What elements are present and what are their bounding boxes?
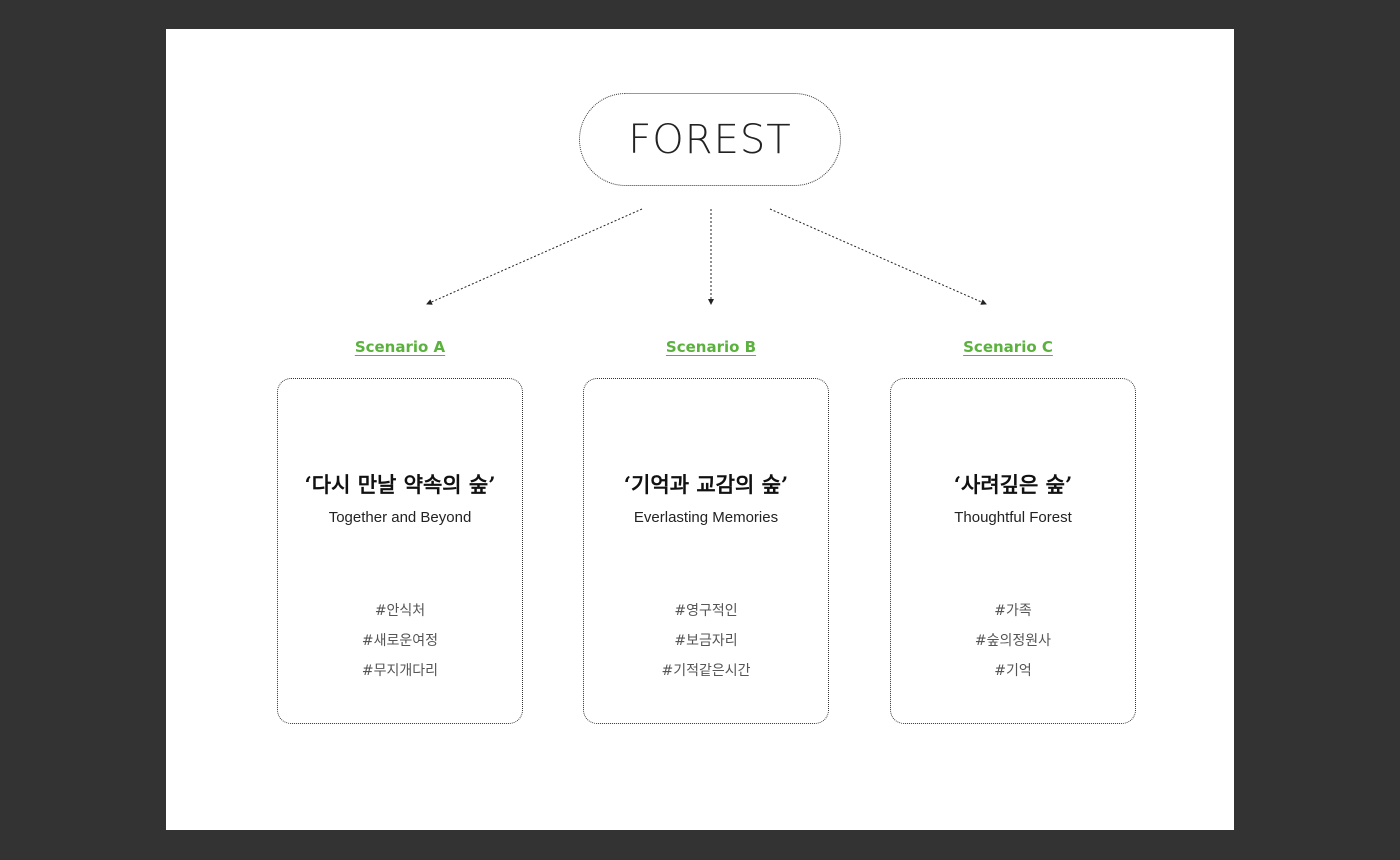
hashtag: #영구적인 xyxy=(674,603,738,619)
hashtag: #숲의정원사 xyxy=(974,633,1052,649)
scenario-c-tags: #가족 #숲의정원사 #기억 xyxy=(891,601,1135,691)
scenario-c-card: ‘사려깊은 숲’ Thoughtful Forest #가족 #숲의정원사 #기… xyxy=(890,378,1136,724)
scenario-a-tags: #안식처 #새로운여정 #무지개다리 xyxy=(278,601,522,691)
root-node-forest: FOREST xyxy=(579,93,841,186)
scenario-c-label: Scenario C xyxy=(963,338,1053,356)
scenario-b-tags: #영구적인 #보금자리 #기적같은시간 xyxy=(584,601,828,691)
hashtag: #보금자리 xyxy=(674,633,738,649)
hashtag: #기억 xyxy=(994,663,1032,679)
arrow-to-scenario-c xyxy=(769,208,987,305)
scenario-b-title: ‘기억과 교감의 숲’ xyxy=(623,472,789,497)
hashtag: #가족 xyxy=(994,603,1032,619)
diagram-slide: FOREST Scenario A ‘다시 만날 약속의 숲’ Together… xyxy=(166,29,1234,830)
scenario-b-label: Scenario B xyxy=(665,338,757,356)
root-node-label: FOREST xyxy=(628,116,792,163)
hashtag: #새로운여정 xyxy=(361,633,439,649)
scenario-a-label: Scenario A xyxy=(354,338,446,356)
hashtag: #안식처 xyxy=(374,603,426,619)
scenario-a-subtitle: Together and Beyond xyxy=(328,509,472,526)
scenario-a-title: ‘다시 만날 약속의 숲’ xyxy=(304,472,496,497)
scenario-c-subtitle: Thoughtful Forest xyxy=(954,509,1072,526)
scenario-b-subtitle: Everlasting Memories xyxy=(633,509,779,526)
hashtag: #무지개다리 xyxy=(361,663,439,679)
scenario-a-card: ‘다시 만날 약속의 숲’ Together and Beyond #안식처 #… xyxy=(277,378,523,724)
scenario-b-card: ‘기억과 교감의 숲’ Everlasting Memories #영구적인 #… xyxy=(583,378,829,724)
hashtag: #기적같은시간 xyxy=(661,663,751,679)
scenario-c-title: ‘사려깊은 숲’ xyxy=(953,472,1073,497)
arrow-to-scenario-a xyxy=(426,208,643,305)
